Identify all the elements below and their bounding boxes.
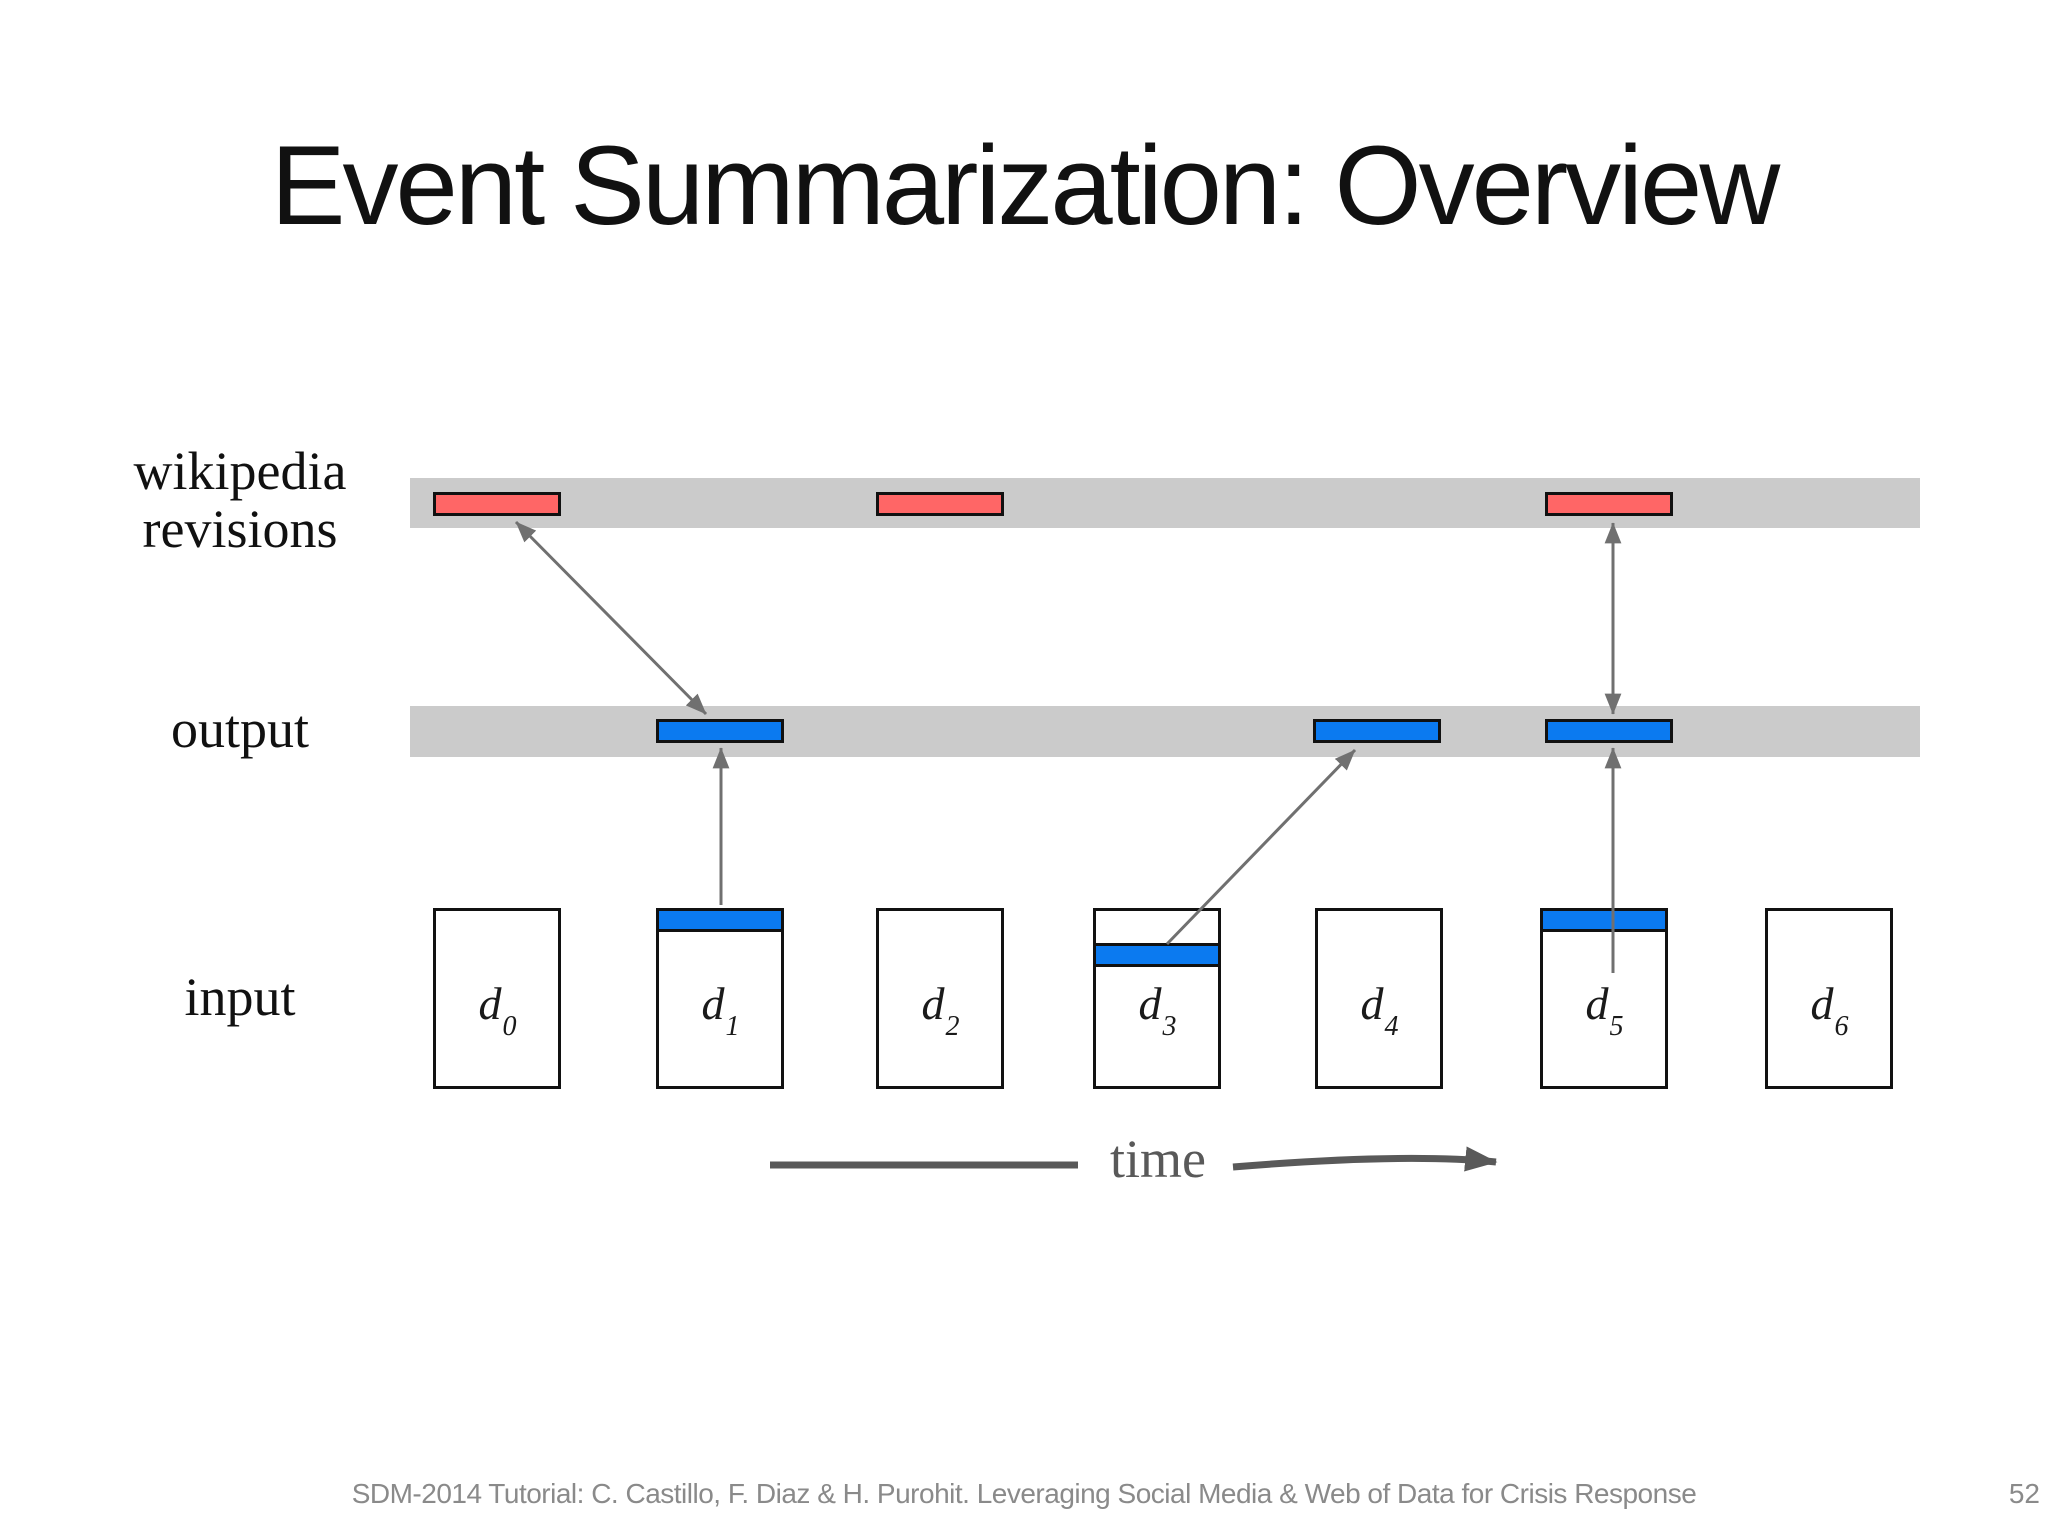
- input-document-d0: d0: [433, 908, 561, 1089]
- selected-sentence-strip: [1096, 943, 1218, 967]
- input-document-d2: d2: [876, 908, 1004, 1089]
- wikipedia-revision-bar-2: [876, 492, 1004, 516]
- selected-sentence-strip: [659, 911, 781, 932]
- document-label: d3: [1138, 978, 1177, 1043]
- arrow-wiki1-output1-double: [514, 520, 708, 716]
- document-label: d1: [701, 978, 740, 1043]
- footer-credit: SDM-2014 Tutorial: C. Castillo, F. Diaz …: [351, 1478, 1697, 1509]
- page-number: 52: [2008, 1478, 2040, 1509]
- input-document-d5: d5: [1540, 908, 1668, 1089]
- output-track-band: [410, 706, 1920, 757]
- wikipedia-track-label-line2: revisions: [142, 499, 338, 559]
- wikipedia-track-label: wikipedia revisions: [60, 442, 420, 558]
- input-document-d4: d4: [1315, 908, 1443, 1089]
- input-document-d1: d1: [656, 908, 784, 1089]
- document-label: d2: [921, 978, 960, 1043]
- input-document-d6: d6: [1765, 908, 1893, 1089]
- document-label: d4: [1360, 978, 1399, 1043]
- wikipedia-track-label-line1: wikipedia: [133, 441, 347, 501]
- document-label: d0: [478, 978, 517, 1043]
- document-label: d5: [1585, 978, 1624, 1043]
- output-summary-bar-3: [1545, 719, 1673, 743]
- slide-title: Event Summarization: Overview: [270, 123, 1780, 248]
- output-summary-bar-2: [1313, 719, 1441, 743]
- wikipedia-revision-bar-3: [1545, 492, 1673, 516]
- time-axis-label: time: [1110, 1129, 1206, 1189]
- input-document-d3: d3: [1093, 908, 1221, 1089]
- document-label: d6: [1810, 978, 1849, 1043]
- output-track-label: output: [170, 699, 309, 759]
- input-track-label: input: [184, 967, 296, 1027]
- selected-sentence-strip: [1543, 911, 1665, 932]
- wikipedia-revision-bar-1: [433, 492, 561, 516]
- time-axis-arrow-right: [1232, 1146, 1498, 1172]
- wikipedia-track-band: [410, 478, 1920, 528]
- output-summary-bar-1: [656, 719, 784, 743]
